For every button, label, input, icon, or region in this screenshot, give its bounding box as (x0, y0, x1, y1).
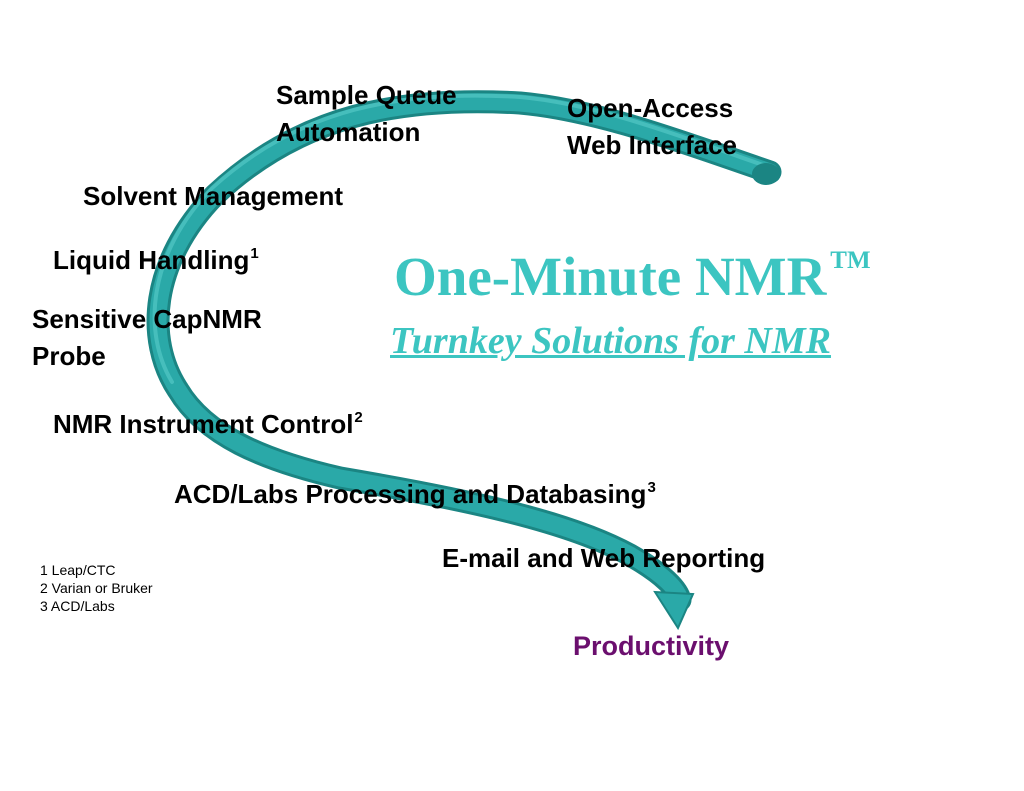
step-nmr-instrument-control: NMR Instrument Control2 (53, 406, 363, 443)
step-acd-labs-processing: ACD/Labs Processing and Databasing3 (174, 476, 656, 513)
ribbon-arrow (146, 90, 782, 631)
step-line: Liquid Handling (53, 245, 250, 275)
step-sensitive-capnmr-probe: Sensitive CapNMR Probe (32, 301, 262, 375)
step-open-access-web-interface: Open-Access Web Interface (567, 90, 737, 164)
step-line: E-mail and Web Reporting (442, 543, 766, 573)
step-line: Solvent Management (83, 181, 344, 211)
footnotes: 1 Leap/CTC 2 Varian or Bruker 3 ACD/Labs (40, 561, 153, 615)
result-productivity: Productivity (573, 631, 730, 661)
trademark-symbol: TM (830, 247, 871, 274)
footnote-marker: 1 (250, 245, 259, 262)
step-line: Open-Access (567, 93, 734, 123)
ribbon-arrowhead (653, 590, 695, 631)
step-sample-queue-automation: Sample Queue Automation (276, 77, 457, 151)
footnote-marker: 3 (647, 479, 656, 496)
ribbon-start-cap (752, 163, 780, 185)
step-line: Probe (32, 341, 106, 371)
step-liquid-handling: Liquid Handling1 (53, 242, 259, 279)
footnote-marker: 2 (354, 409, 363, 426)
step-email-web-reporting: E-mail and Web Reporting (442, 540, 765, 577)
step-line: NMR Instrument Control (53, 409, 354, 439)
footnote-item: 1 Leap/CTC (40, 562, 116, 578)
step-line: Web Interface (567, 130, 738, 160)
title-text: One-Minute NMR (394, 246, 827, 307)
step-line: ACD/Labs Processing and Databasing (174, 479, 647, 509)
step-line: Automation (276, 117, 421, 147)
footnote-item: 2 Varian or Bruker (40, 580, 153, 596)
footnote-item: 3 ACD/Labs (40, 598, 115, 614)
step-solvent-management: Solvent Management (83, 178, 343, 215)
step-line: Sample Queue (276, 80, 457, 110)
diagram-subtitle: Turnkey Solutions for NMR (390, 320, 831, 362)
step-line: Sensitive CapNMR (32, 304, 262, 334)
